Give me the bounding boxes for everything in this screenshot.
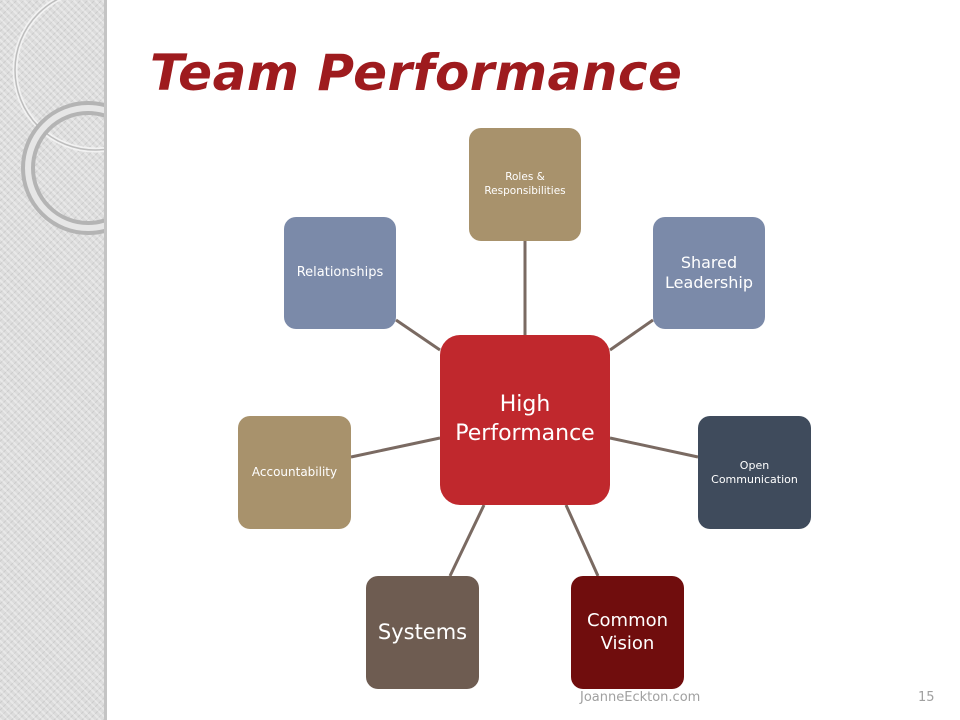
center-node-line-2: Performance <box>455 421 595 446</box>
node-roles-line-2: Responsibilities <box>484 184 566 197</box>
side-panel-edge <box>104 0 107 720</box>
node-open-line-1: Open <box>739 458 770 472</box>
slide-title: Team Performance <box>150 44 683 102</box>
node-systems: Systems <box>366 576 479 689</box>
connector-systems <box>448 504 486 577</box>
node-common-vision: Common Vision <box>571 576 684 689</box>
footer-site: JoanneEckton.com <box>580 690 701 705</box>
node-relationships: Relationships <box>284 217 396 329</box>
node-accountability-label: Accountability <box>251 465 338 479</box>
node-open-line-2: Communication <box>711 472 798 486</box>
connector-open-communication <box>609 436 699 459</box>
node-common-line-1: Common <box>586 610 669 631</box>
node-shared-line-1: Shared <box>680 253 738 272</box>
node-shared-line-2: Leadership <box>665 273 753 292</box>
decorative-ring-large-outline <box>14 0 104 151</box>
center-node-high-performance: High Performance <box>440 335 610 505</box>
connector-shared-leadership <box>609 318 654 352</box>
center-node-line-1: High <box>499 392 551 418</box>
node-roles-responsibilities: Roles & Responsibilities <box>469 128 581 241</box>
node-open-communication: Open Communication <box>698 416 811 529</box>
node-systems-label: Systems <box>377 620 468 645</box>
decorative-side-panel <box>0 0 104 720</box>
node-accountability: Accountability <box>238 416 351 529</box>
node-relationships-label: Relationships <box>296 264 384 280</box>
node-common-line-2: Vision <box>600 632 655 654</box>
node-shared-leadership: Shared Leadership <box>653 217 765 329</box>
decorative-rings <box>12 0 104 235</box>
connector-common-vision <box>564 504 600 577</box>
node-roles-line-1: Roles & <box>505 171 545 184</box>
connector-accountability <box>350 436 441 459</box>
decorative-ring-small-highlight <box>25 105 104 231</box>
connector-relationships <box>395 318 441 352</box>
page-number: 15 <box>918 690 935 705</box>
